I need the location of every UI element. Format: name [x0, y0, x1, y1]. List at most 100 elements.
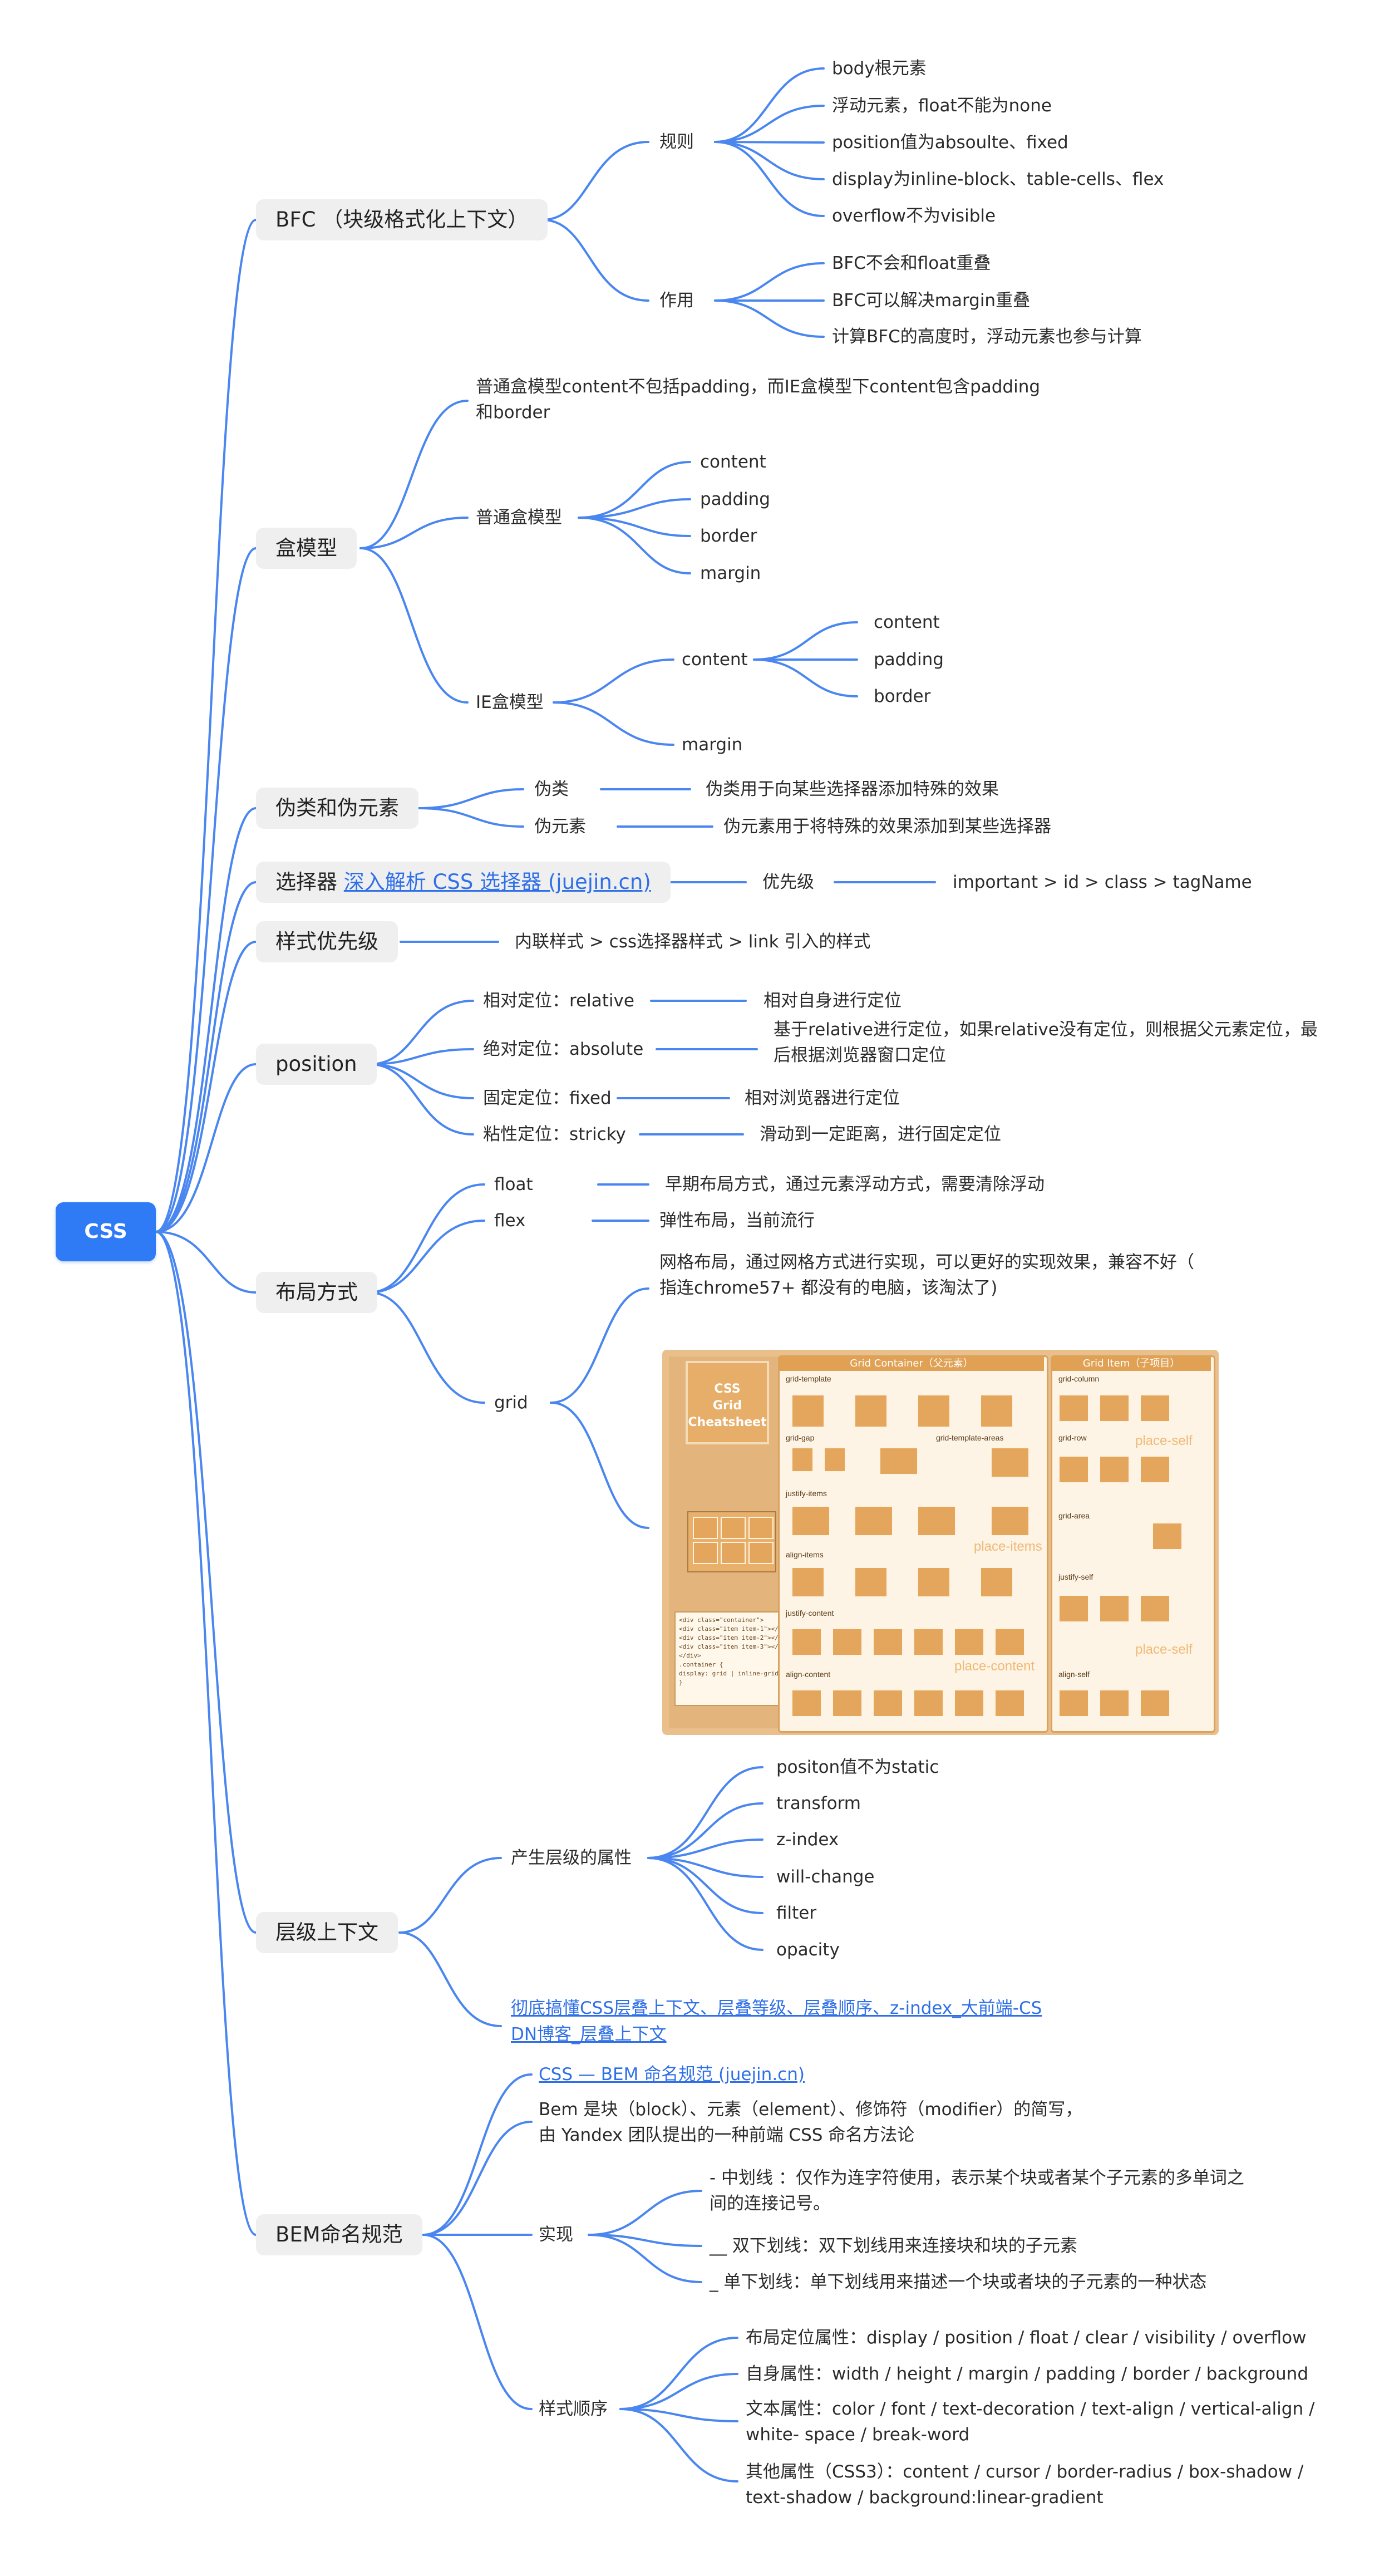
- sample-cell: [873, 1628, 903, 1656]
- sample-cell: [1099, 1689, 1130, 1717]
- selector-priority-value: important > id > class > tagName: [953, 872, 1252, 892]
- position-absolute-label: 绝对定位：absolute: [483, 1039, 644, 1059]
- bfc-rule-5: overflow不为visible: [832, 206, 996, 226]
- bfc-rule-3: position值为absoulte、fixed: [832, 132, 1068, 153]
- sample-cell: [917, 1506, 956, 1536]
- demo-cell: [721, 1542, 746, 1564]
- layout-float-label: float: [494, 1174, 533, 1194]
- sample-cell: [980, 1567, 1013, 1597]
- stacking-props-label: 产生层级的属性: [511, 1848, 632, 1868]
- stacking-link-line-2[interactable]: DN博客_层叠上下文: [511, 2024, 667, 2044]
- code-line: .container {: [679, 1661, 723, 1668]
- layout-flex-label: flex: [494, 1211, 526, 1231]
- sample-cell: [954, 1628, 984, 1656]
- sample-cell: [854, 1567, 888, 1597]
- selector-link[interactable]: 深入解析 CSS 选择器 (juejin.cn): [343, 870, 651, 894]
- bfc-rule-4: display为inline-block、table-cells、flex: [832, 169, 1164, 189]
- demo-cell: [748, 1517, 774, 1539]
- code-line: <div class="container">: [679, 1616, 764, 1624]
- sample-cell: [1099, 1394, 1130, 1422]
- label-justify-content: justify-content: [786, 1609, 834, 1618]
- sample-cell: [994, 1689, 1025, 1717]
- node-bem[interactable]: BEM命名规范: [256, 2214, 422, 2255]
- box-note-line-1: 普通盒模型content不包括padding，而IE盒模型下content包含p…: [476, 377, 1041, 397]
- sample-cell: [1058, 1689, 1089, 1717]
- sample-cell: [980, 1394, 1013, 1428]
- sample-cell: [1058, 1456, 1089, 1483]
- pseudo-class-label: 伪类: [534, 779, 569, 799]
- bem-order-3-line-1: 文本属性：color / font / text-decoration / te…: [746, 2399, 1315, 2419]
- label-place-self-top: place-self: [1135, 1433, 1193, 1448]
- box-normal-item-2: padding: [700, 489, 770, 509]
- stacking-link[interactable]: 彻底搞懂CSS层叠上下文、层叠等级、层叠顺序、z-index_大前端-CS DN…: [511, 1995, 1042, 2048]
- position-relative-label: 相对定位：relative: [483, 991, 634, 1011]
- sample-cell: [1140, 1394, 1170, 1422]
- label-align-items: align-items: [786, 1550, 824, 1559]
- code-line: display: grid | inline-grid;: [679, 1670, 782, 1677]
- sample-cell: [913, 1689, 944, 1717]
- box-normal-item-4: margin: [700, 563, 761, 583]
- selector-label: 选择器: [275, 870, 337, 894]
- layout-grid-desc-line-1: 网格布局，通过网格方式进行实现，可以更好的实现效果，兼容不好（: [659, 1252, 1194, 1272]
- node-stacking-context[interactable]: 层级上下文: [256, 1912, 398, 1953]
- cheatsheet-badge: CSS Grid Cheatsheet: [686, 1361, 769, 1444]
- layout-float-desc: 早期布局方式，通过元素浮动方式，需要清除浮动: [665, 1174, 1045, 1194]
- bem-link-text[interactable]: CSS — BEM 命名规范 (juejin.cn): [539, 2064, 805, 2085]
- stacking-prop-5: filter: [776, 1903, 817, 1923]
- bem-impl-2: __ 双下划线：双下划线用来连接块和块的子元素: [710, 2236, 1077, 2256]
- label-align-content: align-content: [786, 1670, 831, 1679]
- sample-cell: [791, 1447, 814, 1472]
- bem-order-1: 布局定位属性：display / position / float / clea…: [746, 2328, 1307, 2348]
- sample-cell: [913, 1628, 944, 1656]
- node-selector[interactable]: 选择器 深入解析 CSS 选择器 (juejin.cn): [256, 862, 671, 903]
- stacking-link-line-1[interactable]: 彻底搞懂CSS层叠上下文、层叠等级、层叠顺序、z-index_大前端-CS: [511, 1998, 1042, 2018]
- stacking-prop-4: will-change: [776, 1867, 875, 1887]
- sample-cell: [832, 1628, 863, 1656]
- code-line: </div>: [679, 1652, 701, 1659]
- position-absolute-desc-line-2: 后根据浏览器窗口定位: [774, 1045, 946, 1065]
- label-justify-items: justify-items: [786, 1489, 827, 1498]
- bem-impl-label: 实现: [539, 2225, 573, 2245]
- sample-cell: [791, 1506, 830, 1536]
- badge-line-2: Grid: [712, 1399, 742, 1413]
- node-layout[interactable]: 布局方式: [256, 1272, 377, 1313]
- code-line: <div class="item item-3"></div>: [679, 1643, 794, 1650]
- sample-cell: [917, 1394, 950, 1428]
- bem-link[interactable]: CSS — BEM 命名规范 (juejin.cn): [539, 2062, 805, 2088]
- code-line: <div class="item item-2"></div>: [679, 1634, 794, 1641]
- demo-cell: [721, 1517, 746, 1539]
- root-node[interactable]: CSS: [56, 1202, 156, 1261]
- node-position[interactable]: position: [256, 1044, 377, 1085]
- bem-order-label: 样式顺序: [539, 2399, 608, 2419]
- sample-cell: [991, 1447, 1030, 1478]
- sample-cell: [824, 1447, 846, 1472]
- label-grid-column: grid-column: [1058, 1374, 1100, 1383]
- node-pseudo[interactable]: 伪类和伪元素: [256, 788, 418, 829]
- pseudo-element-desc: 伪元素用于将特殊的效果添加到某些选择器: [723, 817, 1051, 837]
- demo-cell: [693, 1542, 718, 1564]
- bfc-effect-1: BFC不会和float重叠: [832, 253, 991, 273]
- layout-grid-desc-line-2: 指连chrome57+ 都没有的电脑，该淘汰了): [659, 1278, 998, 1298]
- sample-cell: [854, 1394, 888, 1428]
- demo-cell: [693, 1517, 718, 1539]
- node-bfc[interactable]: BFC （块级格式化上下文）: [256, 199, 548, 240]
- bem-order-4-line-1: 其他属性（CSS3）：content / cursor / border-rad…: [746, 2462, 1304, 2482]
- node-box-model[interactable]: 盒模型: [256, 528, 357, 569]
- position-absolute-desc-line-1: 基于relative进行定位，如果relative没有定位，则根据父元素定位，最: [774, 1020, 1318, 1040]
- label-align-self: align-self: [1058, 1670, 1090, 1679]
- bem-impl-1-line-2: 间的连接记号。: [710, 2194, 830, 2214]
- item-panel-title: Grid Item（子项目）: [1052, 1356, 1211, 1371]
- sample-cell: [1058, 1394, 1089, 1422]
- sample-cell: [954, 1689, 984, 1717]
- position-fixed-desc: 相对浏览器进行定位: [745, 1088, 900, 1108]
- position-relative-desc: 相对自身进行定位: [764, 991, 902, 1011]
- stacking-prop-3: z-index: [776, 1830, 839, 1850]
- box-ie-content-item-2: padding: [874, 650, 944, 670]
- box-ie-content-item-1: content: [874, 612, 940, 632]
- sample-cell: [791, 1394, 825, 1428]
- node-style-priority[interactable]: 样式优先级: [256, 921, 398, 962]
- label-grid-gap: grid-gap: [786, 1433, 815, 1442]
- bfc-effect-3: 计算BFC的高度时，浮动元素也参与计算: [832, 327, 1142, 347]
- label-grid-area: grid-area: [1058, 1511, 1090, 1520]
- bem-desc-line-2: 由 Yandex 团队提出的一种前端 CSS 命名方法论: [539, 2125, 915, 2145]
